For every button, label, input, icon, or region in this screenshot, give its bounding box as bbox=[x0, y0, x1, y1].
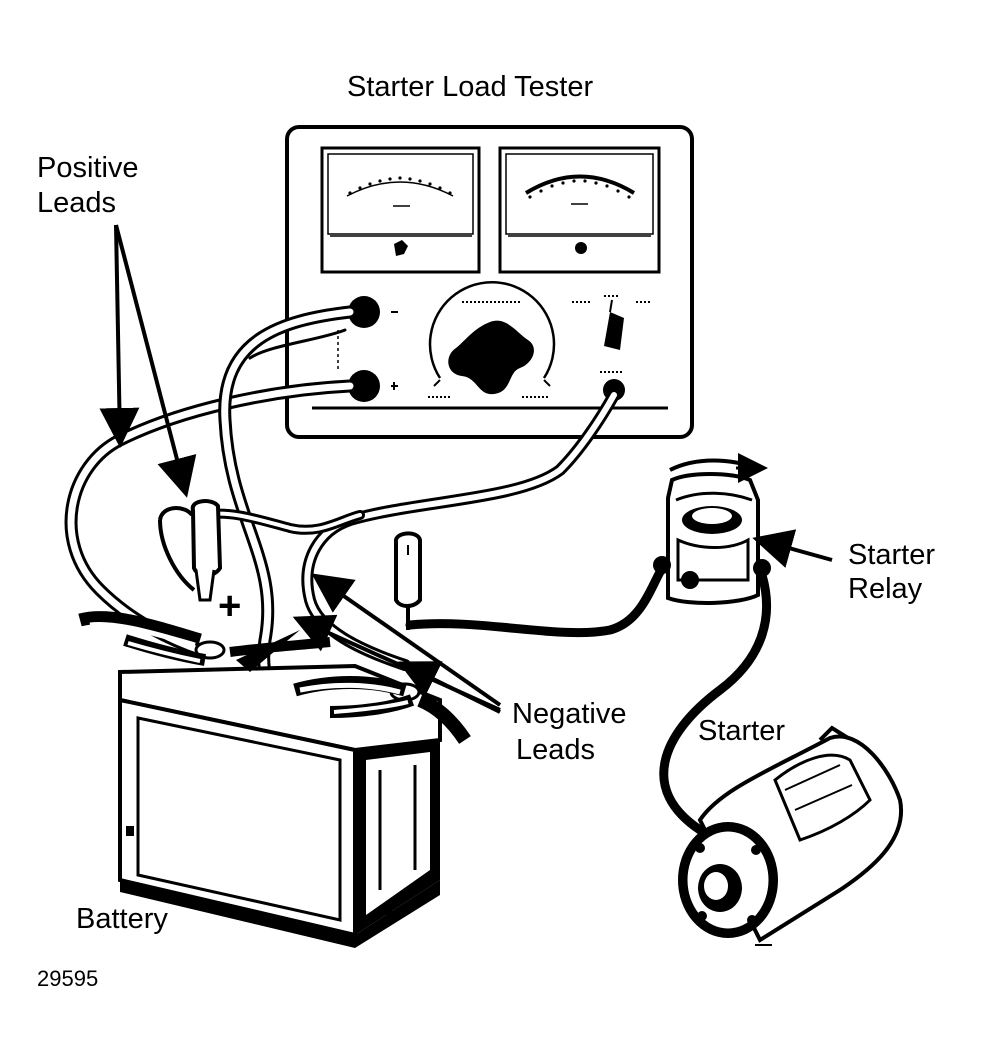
positive-terminal bbox=[348, 370, 380, 402]
positive-volt-clip bbox=[158, 499, 223, 602]
negative-terminal bbox=[348, 296, 380, 328]
figure-number: 29595 bbox=[37, 966, 99, 991]
load-tester-panel bbox=[285, 125, 694, 439]
positive-leads-label-line1: Positive bbox=[37, 152, 139, 184]
starter-relay-label-line1: Starter bbox=[848, 539, 936, 571]
starter-motor bbox=[678, 725, 904, 946]
starter-label: Starter bbox=[698, 715, 786, 747]
ammeter bbox=[320, 146, 481, 274]
positive-leads-label-line2: Leads bbox=[37, 187, 117, 219]
relay-cables bbox=[405, 567, 772, 835]
battery-plus-sign: + bbox=[218, 584, 242, 628]
relay-probe-clip bbox=[394, 531, 422, 630]
negative-battery-clamp bbox=[293, 676, 415, 718]
battery bbox=[118, 630, 471, 948]
starter-relay bbox=[653, 453, 771, 605]
negative-leads-label-line1: Negative bbox=[512, 698, 627, 730]
callout-arrows bbox=[99, 224, 833, 714]
voltmeter bbox=[498, 146, 661, 274]
negative-leads-label-line2: Leads bbox=[516, 734, 596, 766]
battery-label: Battery bbox=[76, 903, 168, 935]
positive-battery-clamp bbox=[78, 611, 206, 666]
load-control-knob bbox=[428, 281, 556, 398]
diagram-title: Starter Load Tester bbox=[347, 71, 594, 103]
starter-relay-label-line2: Relay bbox=[848, 573, 923, 605]
